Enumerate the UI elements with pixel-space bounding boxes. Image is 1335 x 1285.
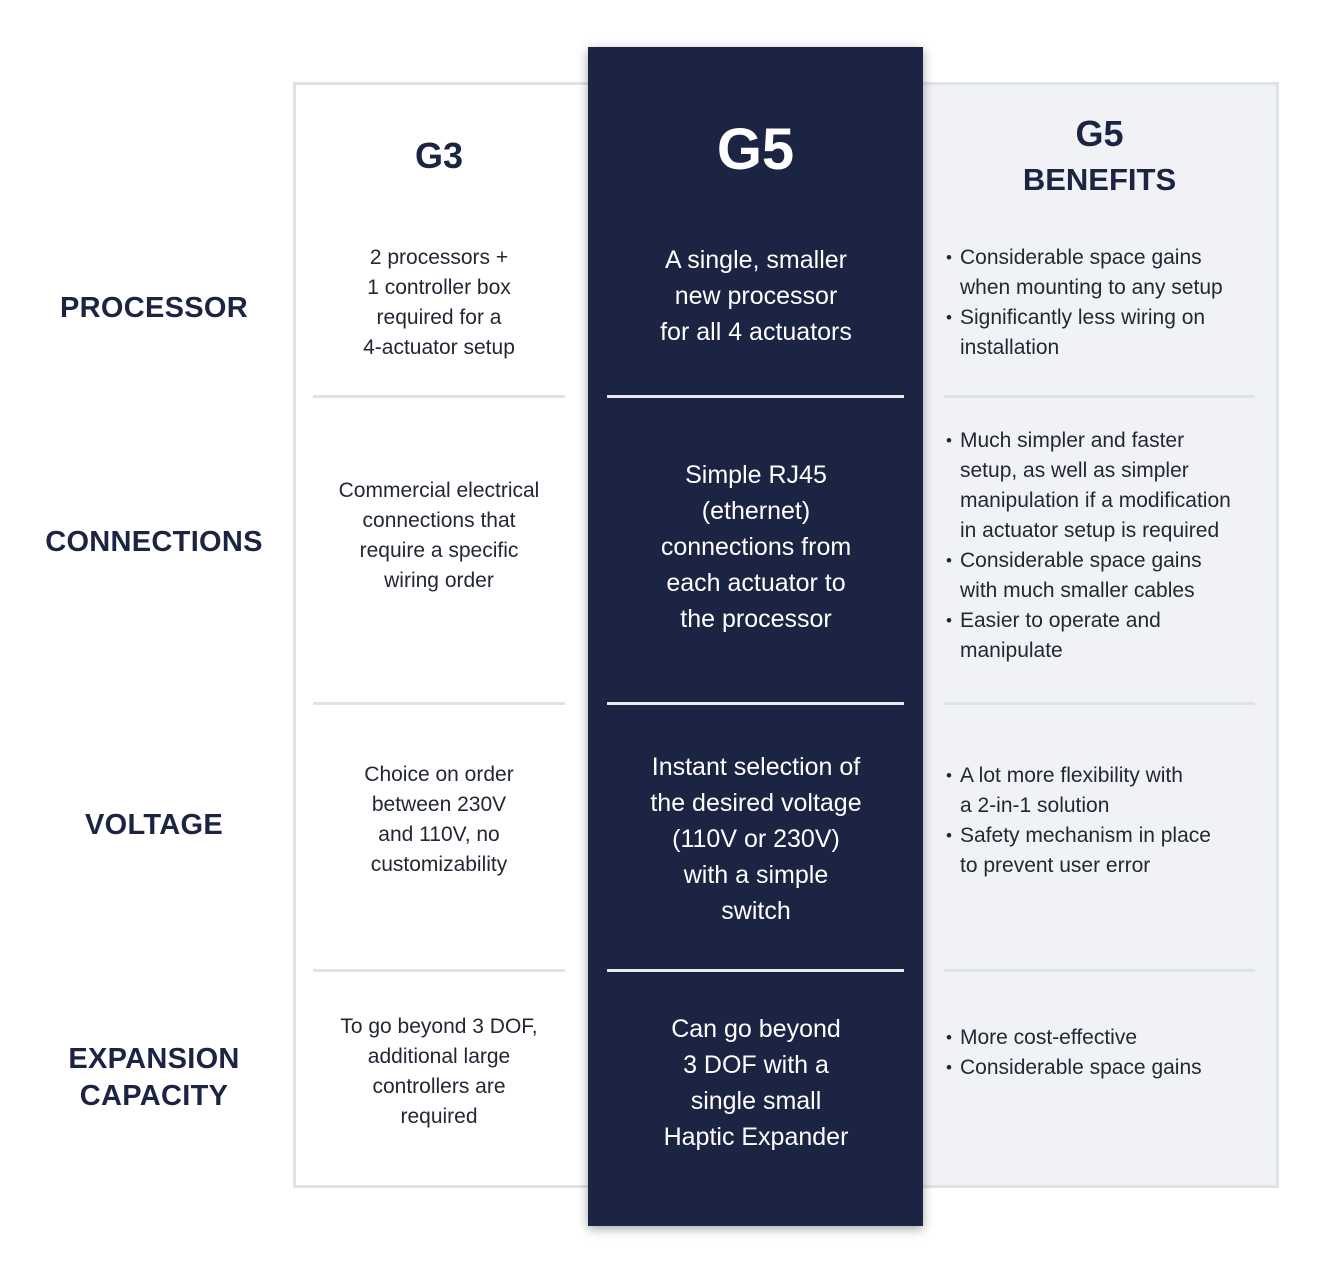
cell-line: A single, smaller — [664, 246, 848, 274]
cell-line: for all 4 actuators — [660, 318, 852, 346]
benefits-header-line-1: G5 — [1075, 113, 1124, 154]
cell-line: connections that — [362, 509, 516, 532]
cell-line: Instant selection of — [651, 753, 861, 781]
row-label-line: CAPACITY — [79, 1080, 229, 1112]
cell-line: 3 DOF with a — [683, 1051, 829, 1079]
cell-line: manipulation if a modification — [960, 489, 1231, 512]
cell-line: additional large — [367, 1045, 511, 1068]
cell-line: setup, as well as simpler — [960, 459, 1189, 482]
cell-line: and 110V, no — [378, 823, 500, 846]
row-divider — [607, 969, 904, 972]
cell-line: a 2-in-1 solution — [960, 794, 1110, 817]
cell-line: Choice on order — [364, 763, 514, 786]
row-divider — [607, 395, 904, 398]
cell-line: 2 processors + — [369, 246, 509, 269]
row-divider — [944, 702, 1255, 705]
benefit-item: Easier to operate and manipulate — [945, 606, 1265, 666]
cell-line: Safety mechanism in place — [960, 824, 1211, 847]
cell-line: controllers are — [372, 1075, 506, 1098]
cell-line: Considerable space gains — [960, 1056, 1202, 1079]
g5-cell-connections: Simple RJ45 (ethernet) connections from … — [608, 457, 904, 637]
g5-cell-expansion: Can go beyond 3 DOF with a single small … — [608, 1011, 904, 1155]
cell-line: in actuator setup is required — [960, 519, 1220, 542]
benefit-item: Significantly less wiring on installatio… — [945, 303, 1265, 363]
cell-line: the desired voltage — [650, 789, 862, 817]
cell-line: Much simpler and faster — [960, 429, 1185, 452]
benefits-list-voltage: A lot more flexibility with a 2-in-1 sol… — [945, 761, 1265, 881]
row-label-voltage: VOLTAGE — [85, 809, 223, 841]
benefit-item: Considerable space gains when mounting t… — [945, 243, 1265, 303]
cell-line: A lot more flexibility with — [960, 764, 1183, 787]
row-divider — [313, 702, 565, 705]
g3-cell-processor: 2 processors + 1 controller box required… — [313, 243, 565, 363]
benefit-item: Considerable space gains — [945, 1053, 1265, 1083]
benefits-list-processor: Considerable space gains when mounting t… — [945, 243, 1265, 363]
row-divider — [313, 969, 565, 972]
cell-line: to prevent user error — [960, 854, 1151, 877]
cell-line: Simple RJ45 — [685, 461, 827, 489]
row-label-connections: CONNECTIONS — [45, 526, 263, 558]
cell-line: wiring order — [384, 569, 494, 592]
benefit-item: Considerable space gains with much small… — [945, 546, 1265, 606]
g5-cell-processor: A single, smaller new processor for all … — [608, 242, 904, 350]
cell-line: required for a — [376, 306, 502, 329]
g5-cell-voltage: Instant selection of the desired voltage… — [608, 749, 904, 929]
cell-line: when mounting to any setup — [960, 276, 1223, 299]
cell-line: 1 controller box — [367, 276, 511, 299]
benefits-list-connections: Much simpler and faster setup, as well a… — [945, 426, 1265, 666]
cell-line: installation — [960, 336, 1060, 359]
g3-cell-connections: Commercial electrical connections that r… — [313, 476, 565, 596]
cell-line: (110V or 230V) — [672, 825, 840, 853]
cell-line: require a specific — [359, 539, 519, 562]
cell-line: between 230V — [371, 793, 507, 816]
cell-line: (ethernet) — [701, 497, 811, 525]
cell-line: Commercial electrical — [338, 479, 540, 502]
row-divider — [944, 969, 1255, 972]
row-label-expansion-capacity: EXPANSION CAPACITY — [20, 1041, 288, 1115]
row-label-processor: PROCESSOR — [59, 292, 248, 324]
row-divider — [313, 395, 565, 398]
benefit-item: More cost-effective — [945, 1023, 1265, 1053]
cell-line: connections from — [660, 533, 852, 561]
benefit-item: Safety mechanism in place to prevent use… — [945, 821, 1265, 881]
row-divider — [607, 702, 904, 705]
g5-column-header: G5 — [716, 117, 795, 182]
g3-column-header: G3 — [414, 135, 464, 176]
cell-line: required — [400, 1105, 478, 1128]
benefits-header-line-2: BENEFITS — [1022, 162, 1177, 197]
cell-line: To go beyond 3 DOF, — [340, 1015, 538, 1038]
cell-line: customizability — [370, 853, 508, 876]
cell-line: single small — [690, 1087, 822, 1115]
cell-line: Considerable space gains — [960, 549, 1202, 572]
cell-line: Can go beyond — [671, 1015, 841, 1043]
cell-line: with much smaller cables — [960, 579, 1195, 602]
cell-line: Easier to operate and — [960, 609, 1161, 632]
cell-line: the processor — [680, 605, 832, 633]
cell-line: Haptic Expander — [663, 1123, 849, 1151]
cell-line: each actuator to — [666, 569, 846, 597]
g3-cell-voltage: Choice on order between 230V and 110V, n… — [313, 760, 565, 880]
cell-line: switch — [721, 897, 791, 925]
benefits-list-expansion: More cost-effective Considerable space g… — [945, 1023, 1265, 1083]
g3-cell-expansion: To go beyond 3 DOF, additional large con… — [313, 1012, 565, 1132]
cell-line: 4-actuator setup — [363, 336, 515, 359]
g5-column-highlight — [588, 47, 923, 1226]
benefit-item: A lot more flexibility with a 2-in-1 sol… — [945, 761, 1265, 821]
cell-line: manipulate — [960, 639, 1063, 662]
cell-line: new processor — [674, 282, 838, 310]
cell-line: Significantly less wiring on — [960, 306, 1206, 329]
cell-line: Considerable space gains — [960, 246, 1202, 269]
benefit-item: Much simpler and faster setup, as well a… — [945, 426, 1265, 546]
cell-line: with a simple — [683, 861, 829, 889]
benefits-column-header: G5 BENEFITS — [923, 111, 1276, 203]
row-label-line: EXPANSION — [68, 1043, 240, 1075]
row-divider — [944, 395, 1255, 398]
cell-line: More cost-effective — [960, 1026, 1138, 1049]
